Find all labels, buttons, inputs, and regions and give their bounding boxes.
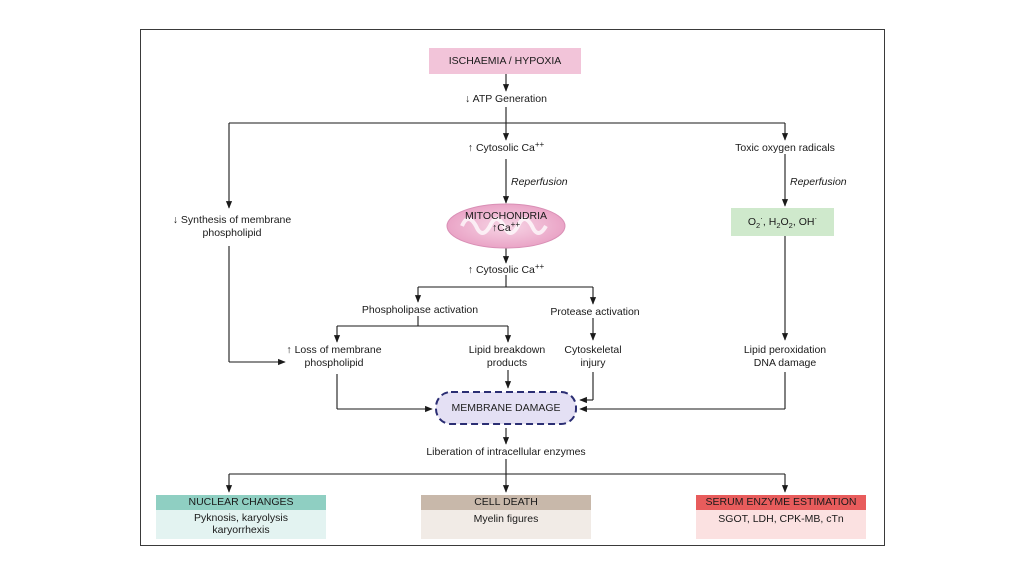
membrane-damage-label: MEMBRANE DAMAGE xyxy=(451,402,561,414)
diagram-frame xyxy=(140,29,885,546)
loss-line2: phospholipid xyxy=(304,357,364,369)
radicals-box: O2·, H2O2, OH· xyxy=(731,208,834,236)
lipid-breakdown-line2: products xyxy=(486,357,528,369)
mitochondria-ca-label: ↑Ca++ xyxy=(491,220,521,234)
ischaemia-box: ISCHAEMIA / HYPOXIA xyxy=(429,48,581,74)
atp-generation-label: ↓ ATP Generation xyxy=(465,93,547,105)
serum-enzyme-box: SERUM ENZYME ESTIMATION SGOT, LDH, CPK-M… xyxy=(696,495,866,539)
cell-death-line1: Myelin figures xyxy=(473,513,539,525)
toxic-radicals-label: Toxic oxygen radicals xyxy=(735,142,835,154)
cell-death-box: CELL DEATH Myelin figures xyxy=(421,495,591,539)
nuclear-changes-box: NUCLEAR CHANGES Pyknosis, karyolysis kar… xyxy=(156,495,326,539)
reperfusion-label-right: Reperfusion xyxy=(790,176,847,188)
synthesis-line1: ↓ Synthesis of membrane xyxy=(172,214,292,226)
mitochondria-title: MITOCHONDRIA xyxy=(464,210,548,222)
phospholipase-label: Phospholipase activation xyxy=(361,304,479,316)
lipid-breakdown-line1: Lipid breakdown xyxy=(468,344,546,356)
lipid-perox-line2: DNA damage xyxy=(753,357,817,369)
membrane-damage-outline xyxy=(435,391,577,425)
cytoskeletal-line2: injury xyxy=(580,357,606,369)
nuclear-changes-title: NUCLEAR CHANGES xyxy=(156,495,326,510)
cytosolic-ca-label-1: ↑ Cytosolic Ca++ xyxy=(467,140,545,154)
liberation-label: Liberation of intracellular enzymes xyxy=(426,446,586,458)
mitochondria-icon xyxy=(446,203,566,249)
radicals-label: O2·, H2O2, OH· xyxy=(747,214,818,230)
serum-enzyme-title: SERUM ENZYME ESTIMATION xyxy=(696,495,866,510)
protease-label: Protease activation xyxy=(550,306,640,318)
cytoskeletal-line1: Cytoskeletal xyxy=(564,344,622,356)
loss-line1: ↑ Loss of membrane xyxy=(286,344,382,356)
nuclear-line2: karyorrhexis xyxy=(212,524,270,536)
lipid-perox-line1: Lipid peroxidation xyxy=(743,344,827,356)
ischaemia-label: ISCHAEMIA / HYPOXIA xyxy=(448,55,562,67)
serum-line1: SGOT, LDH, CPK-MB, cTn xyxy=(718,513,844,525)
reperfusion-label-center: Reperfusion xyxy=(511,176,568,188)
synthesis-line2: phospholipid xyxy=(202,227,262,239)
cytosolic-ca-label-2: ↑ Cytosolic Ca++ xyxy=(467,262,545,276)
cell-death-title: CELL DEATH xyxy=(421,495,591,510)
nuclear-line1: Pyknosis, karyolysis xyxy=(194,512,288,524)
